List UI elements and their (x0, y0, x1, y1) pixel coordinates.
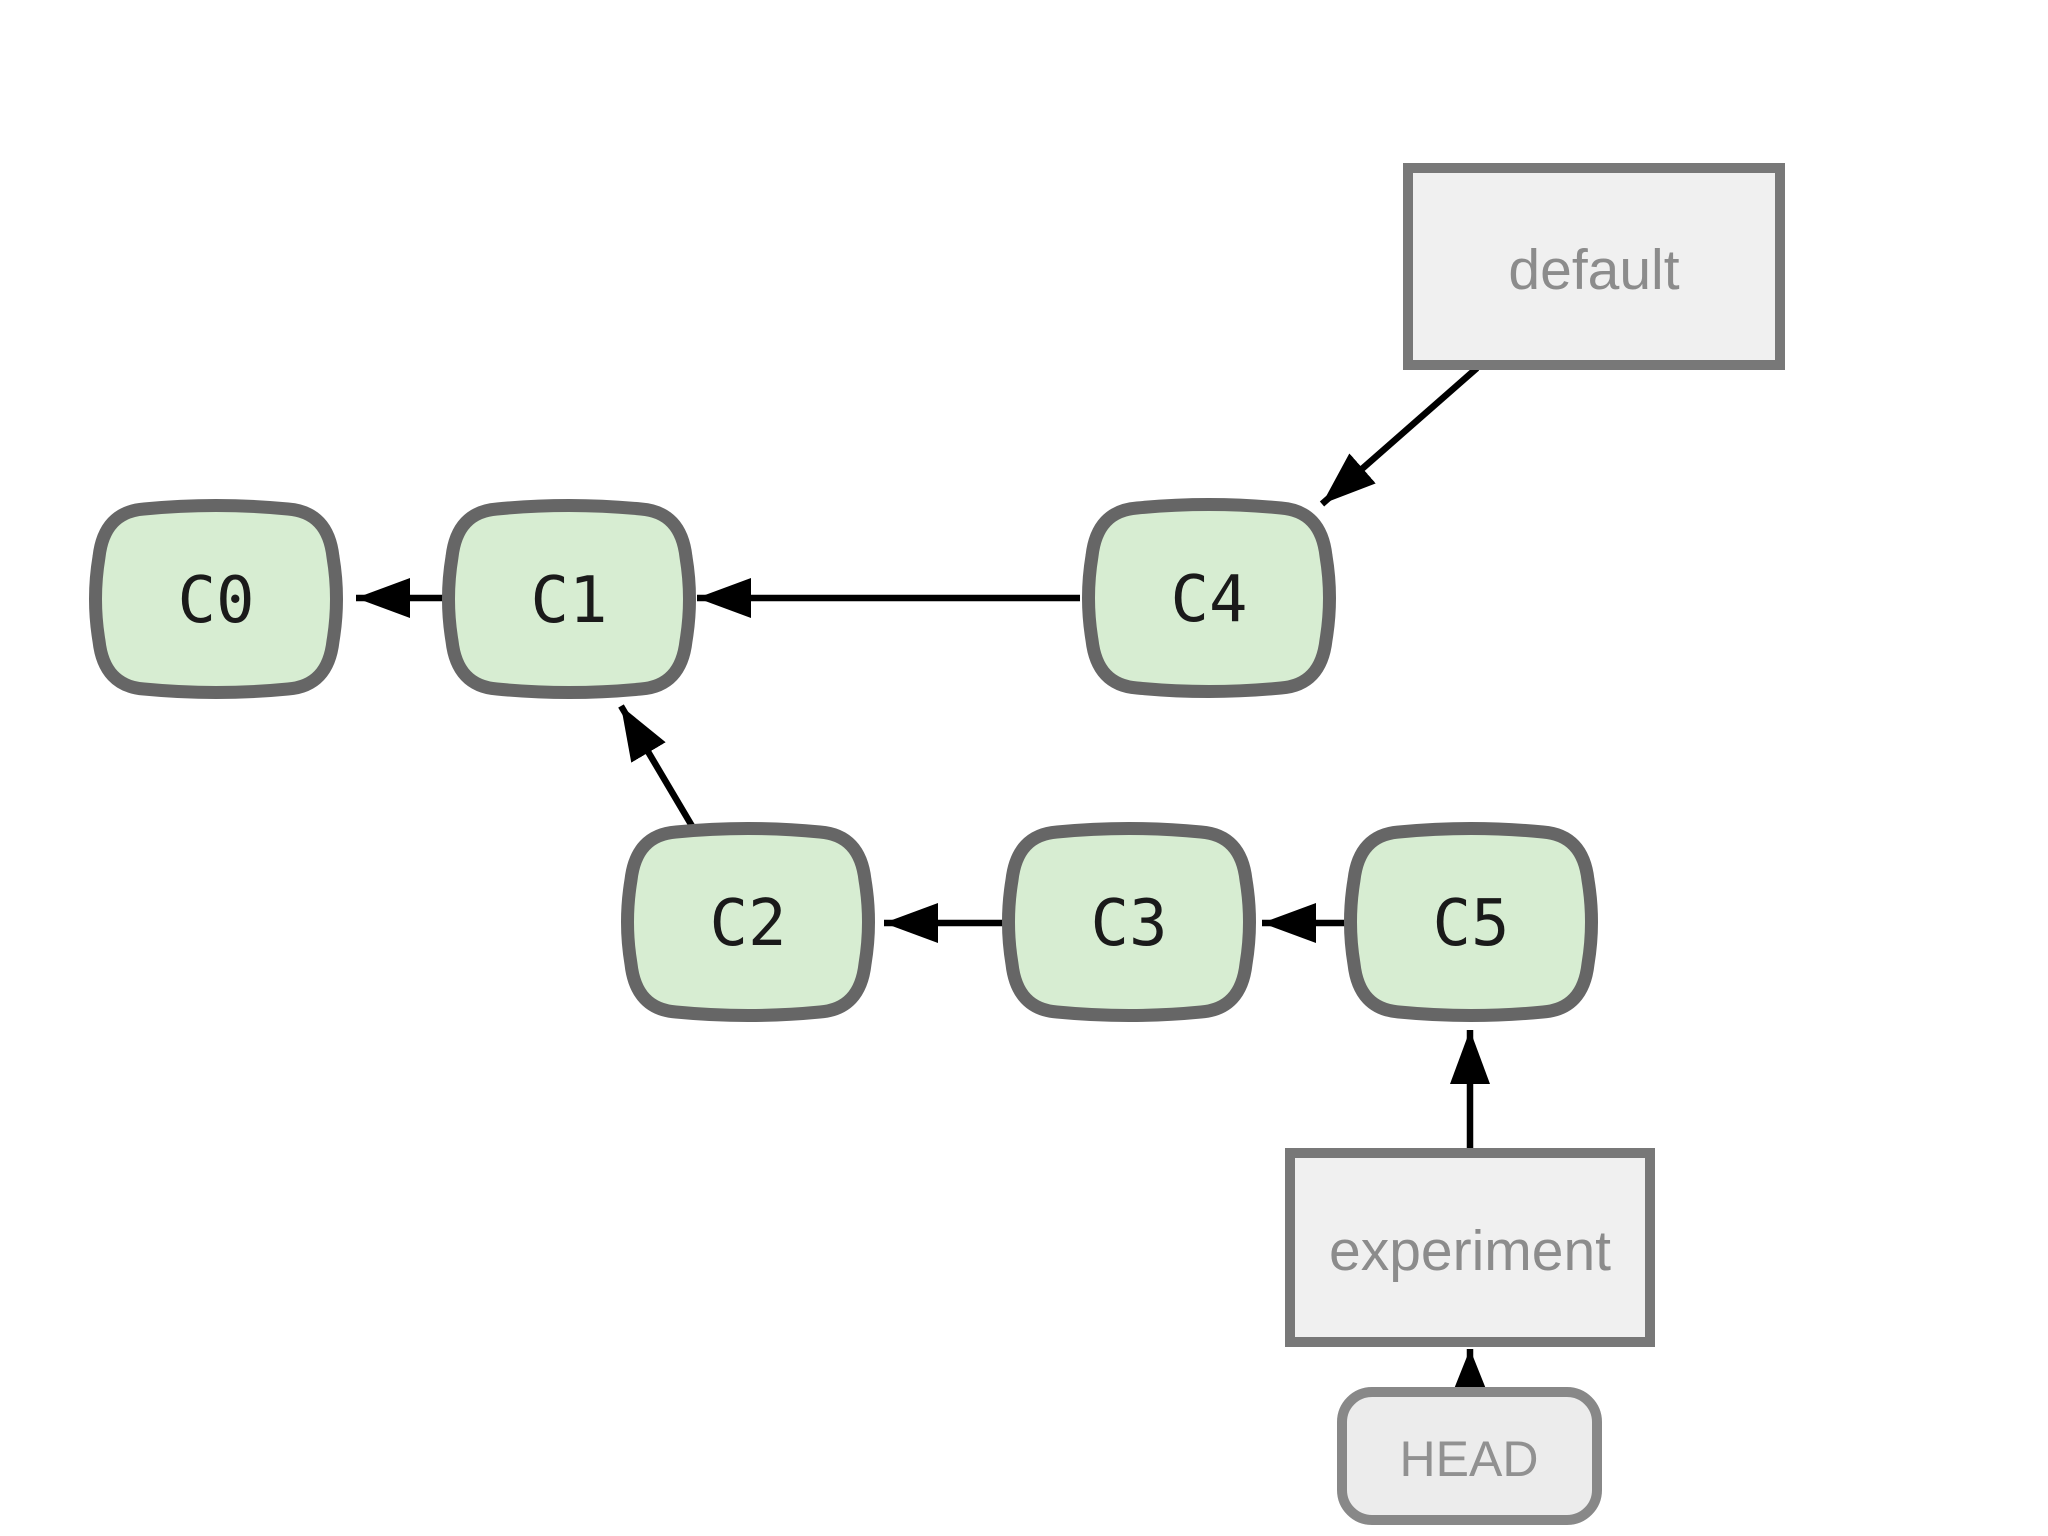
branch-box (1403, 163, 1785, 370)
head-label-text: HEAD (1400, 1431, 1539, 1487)
arrow-c2-to-c1 (618, 704, 695, 828)
commit-label: C4 (1170, 563, 1247, 637)
commit-label: C5 (1432, 887, 1509, 961)
commit-node-C0: C0 (96, 506, 337, 693)
branch-label-text: experiment (1329, 1219, 1611, 1283)
commit-node-C3: C3 (1009, 829, 1250, 1016)
commit-label: C3 (1090, 887, 1167, 961)
branch-box (1285, 1148, 1655, 1347)
commit-node-C2: C2 (628, 829, 869, 1016)
commit-label: C2 (709, 887, 786, 961)
commit-node-C4: C4 (1089, 505, 1330, 692)
arrow-default-to-c4 (1319, 365, 1480, 507)
commit-label: C0 (177, 564, 254, 638)
commit-label: C1 (530, 564, 607, 638)
commit-node-C1: C1 (449, 506, 690, 693)
branch-label-experiment: experiment (1285, 1148, 1655, 1347)
head-label-box: HEAD (1337, 1387, 1602, 1525)
branch-label-default: default (1403, 163, 1785, 370)
parent-arrows (356, 365, 1490, 1390)
commit-node-C5: C5 (1351, 829, 1592, 1016)
branch-label-text: default (1508, 238, 1679, 302)
head-box (1337, 1387, 1602, 1525)
